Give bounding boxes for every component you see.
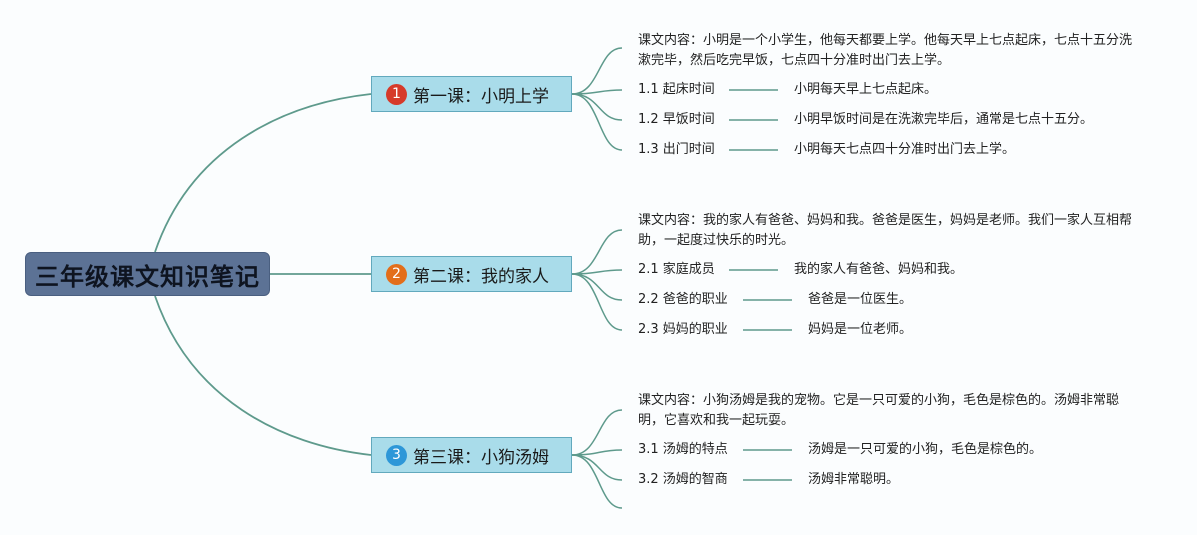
number-3-badge-icon: 3 xyxy=(386,444,407,466)
lesson-2-item-1-label[interactable]: 2.1 家庭成员 xyxy=(638,262,715,277)
lesson-3-item-1-detail[interactable]: 汤姆是一只可爱的小狗，毛色是棕色的。 xyxy=(808,442,1043,457)
link-root-lesson-3 xyxy=(154,295,372,456)
lesson-1-item-3-label[interactable]: 1.3 出门时间 xyxy=(638,142,715,157)
link-l2-item3 xyxy=(571,273,623,331)
link-l3-item2 xyxy=(571,454,623,481)
link-l2-item2 xyxy=(571,273,623,301)
lesson-3-item-2-detail[interactable]: 汤姆非常聪明。 xyxy=(808,472,900,487)
lesson-node-1[interactable]: 1 第一课：小明上学 xyxy=(371,76,572,112)
lesson-1-item-3-detail[interactable]: 小明每天七点四十分准时出门去上学。 xyxy=(794,142,1016,157)
lesson-2-item-3-detail[interactable]: 妈妈是一位老师。 xyxy=(808,322,913,337)
link-l1-item3 xyxy=(571,93,623,151)
root-title: 三年级课文知识笔记 xyxy=(35,262,260,291)
lesson-2-item-2-detail[interactable]: 爸爸是一位医生。 xyxy=(808,292,913,307)
link-root-lesson-1 xyxy=(154,93,372,253)
link-l2-content xyxy=(571,229,623,275)
lesson-1-item-2-detail[interactable]: 小明早饭时间是在洗漱完毕后，通常是七点十五分。 xyxy=(794,112,1094,127)
lesson-node-3[interactable]: 3 第三课：小狗汤姆 xyxy=(371,437,572,473)
root-node[interactable]: 三年级课文知识笔记 xyxy=(25,252,270,296)
lesson-label: 第一课：小明上学 xyxy=(413,86,549,107)
lesson-1-item-1-detail[interactable]: 小明每天早上七点起床。 xyxy=(794,82,938,97)
lesson-node-2[interactable]: 2 第二课：我的家人 xyxy=(371,256,572,292)
lesson-1-content[interactable]: 课文内容：小明是一个小学生，他每天都要上学。他每天早上七点起床，七点十五分洗漱完… xyxy=(638,33,1133,68)
link-l1-item2 xyxy=(571,93,623,121)
number-1-badge-icon: 1 xyxy=(386,83,407,105)
lesson-1-item-2-label[interactable]: 1.2 早饭时间 xyxy=(638,112,715,127)
link-l3-content xyxy=(571,409,623,456)
lesson-2-content[interactable]: 课文内容：我的家人有爸爸、妈妈和我。爸爸是医生，妈妈是老师。我们一家人互相帮助，… xyxy=(638,213,1133,248)
link-l1-content xyxy=(571,47,623,95)
link-l3-item3 xyxy=(571,454,623,509)
lesson-1-item-1-label[interactable]: 1.1 起床时间 xyxy=(638,82,715,97)
link-l3-item1 xyxy=(571,449,623,456)
lesson-label: 第三课：小狗汤姆 xyxy=(413,447,549,468)
lesson-label: 第二课：我的家人 xyxy=(413,266,549,287)
lesson-3-item-2-label[interactable]: 3.2 汤姆的智商 xyxy=(638,472,728,487)
lesson-2-item-1-detail[interactable]: 我的家人有爸爸、妈妈和我。 xyxy=(794,262,964,277)
lesson-2-item-2-label[interactable]: 2.2 爸爸的职业 xyxy=(638,292,728,307)
lesson-3-item-1-label[interactable]: 3.1 汤姆的特点 xyxy=(638,442,728,457)
lesson-3-content[interactable]: 课文内容：小狗汤姆是我的宠物。它是一只可爱的小狗，毛色是棕色的。汤姆非常聪明，它… xyxy=(638,393,1120,428)
lesson-2-item-3-label[interactable]: 2.3 妈妈的职业 xyxy=(638,322,728,337)
number-2-badge-icon: 2 xyxy=(386,263,407,285)
